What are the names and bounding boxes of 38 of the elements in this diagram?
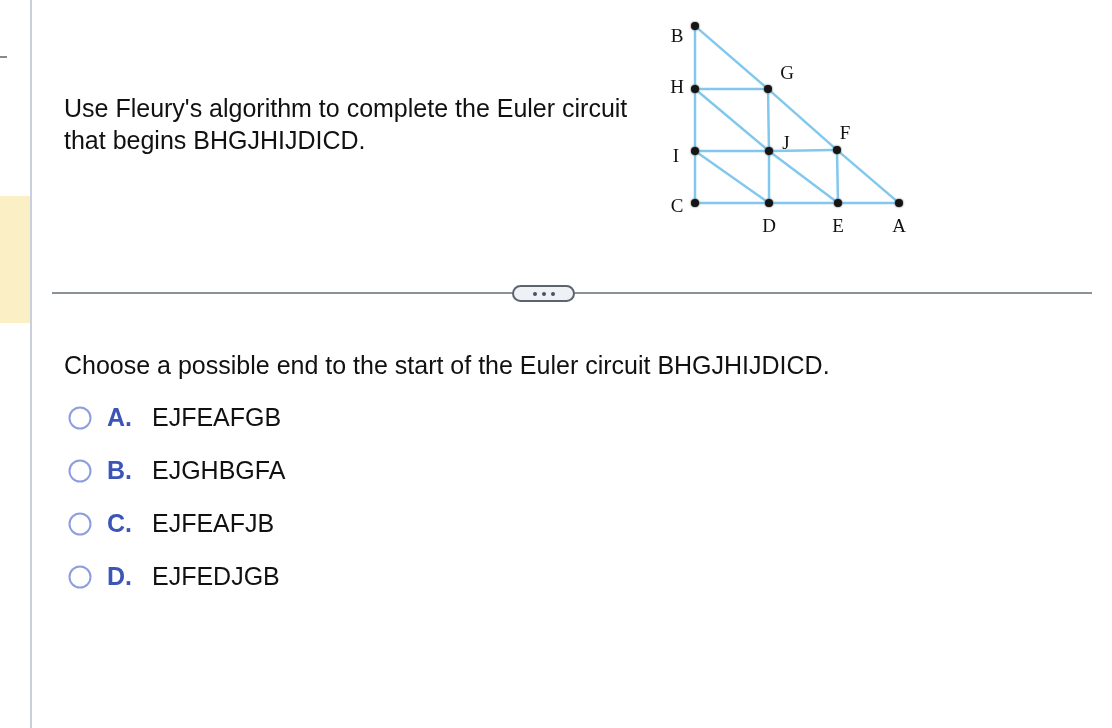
vertex-label: I [672, 145, 680, 165]
graph-edge [699, 87, 764, 91]
vertex-label: D [762, 215, 776, 235]
option-letter: B. [107, 455, 133, 487]
graph-edge [773, 148, 833, 153]
vertex-label: A [892, 215, 906, 235]
option-letter: D. [107, 561, 133, 593]
graph-edge [697, 27, 766, 88]
graph-edge [693, 93, 697, 147]
vertex-label: F [839, 122, 851, 142]
option-letter: C. [107, 508, 133, 540]
graph-edge [697, 90, 767, 150]
graph-edge [699, 149, 765, 153]
graph-edge [835, 153, 840, 200]
option-letter: A. [107, 402, 133, 434]
question-text: Use Fleury's algorithm to complete the Euler circuit that begins BHGJHIJDICD. [64, 93, 629, 156]
option-text: EJFEDJGB [152, 561, 280, 593]
vertex-label: H [670, 76, 684, 96]
vertex-label: G [780, 62, 794, 82]
option-text: EJFEAFJB [152, 508, 275, 540]
graph-edge [693, 30, 697, 85]
option-text: EJGHBGFA [152, 455, 286, 487]
graph-edge [766, 92, 771, 148]
graph-edge [839, 151, 897, 202]
graph-edge [699, 201, 765, 205]
vertex-label: E [832, 215, 844, 235]
graph-edge [773, 201, 834, 205]
graph-edge [693, 155, 697, 199]
graph-edge [770, 90, 835, 149]
question-text: Choose a possible end to the start of the Euler circuit BHGJHIJDICD. [64, 350, 830, 381]
graph-edge [697, 152, 767, 202]
option-text: EJFEAFGB [152, 402, 282, 434]
graph-edge [842, 201, 895, 205]
vertex-label: J [782, 132, 790, 152]
graph-edge [771, 152, 836, 202]
graph-edge [767, 155, 771, 199]
vertex-label: C [670, 195, 684, 215]
vertex-label: B [670, 25, 684, 45]
